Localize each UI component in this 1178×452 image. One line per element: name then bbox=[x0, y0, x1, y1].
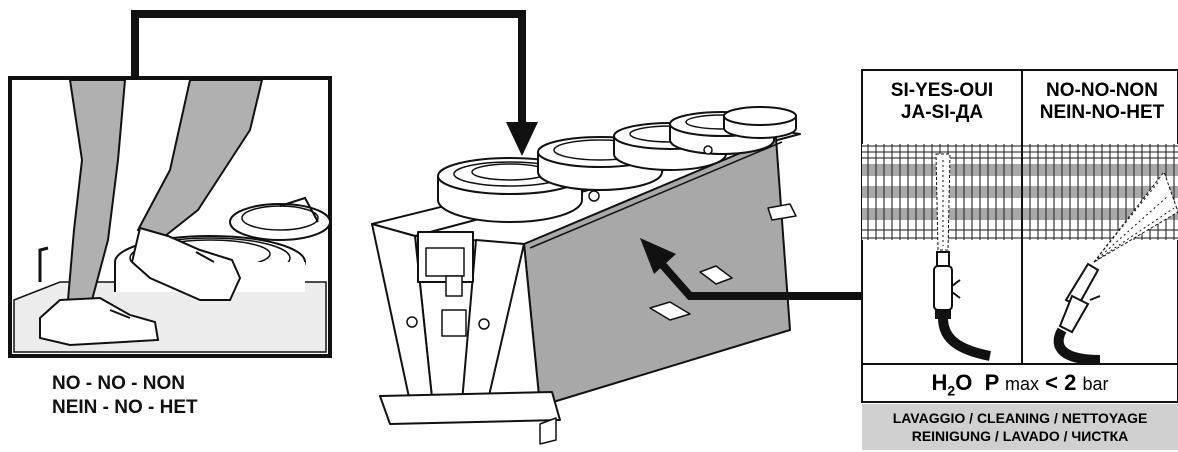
no-heading: NO-NO-NON NEIN-NO-НЕТ bbox=[1022, 80, 1178, 124]
condenser-unit bbox=[371, 106, 801, 445]
formula-lt: < 2 bbox=[1045, 370, 1077, 395]
footstep-inset bbox=[8, 76, 332, 358]
yes-line2: JA-SI-ДА bbox=[900, 102, 984, 123]
footer-line2: REINIGUNG / LAVADO / ЧИСТКА bbox=[911, 428, 1129, 444]
formula-h: H bbox=[931, 370, 948, 395]
yes-heading: SI-YES-OUI JA-SI-ДА bbox=[862, 80, 1022, 124]
connector-arrow-top bbox=[131, 10, 526, 130]
no-step-line2: NEIN - NO - НЕТ bbox=[52, 397, 198, 418]
footer-line1: LAVAGGIO / CLEANING / NETTOYAGE bbox=[892, 410, 1148, 426]
spray-wrong bbox=[1093, 170, 1178, 263]
cleaning-panel bbox=[861, 69, 1178, 403]
formula-sub: 2 bbox=[947, 382, 956, 399]
arrowhead-down-icon bbox=[506, 122, 538, 156]
no-step-caption: NO - NO - NON NEIN - NO - НЕТ bbox=[52, 372, 198, 420]
connector-arrow-right bbox=[657, 259, 862, 300]
no-line1: NO-NO-NON bbox=[1046, 80, 1158, 101]
arrowhead-left-icon bbox=[640, 238, 676, 274]
pressure-formula: H2O P max < 2 bar bbox=[862, 364, 1178, 402]
no-line2: NEIN-NO-НЕТ bbox=[1039, 102, 1165, 123]
cleaning-footer: LAVAGGIO / CLEANING / NETTOYAGE REINIGUN… bbox=[862, 404, 1178, 450]
formula-p: P bbox=[984, 370, 999, 395]
fin-grid bbox=[862, 144, 1178, 240]
spray-gun-wrong-icon bbox=[1053, 262, 1101, 365]
formula-max: max bbox=[1004, 374, 1039, 394]
yes-line1: SI-YES-OUI bbox=[890, 80, 994, 101]
no-step-line1: NO - NO - NON bbox=[52, 373, 185, 394]
formula-o: O bbox=[955, 370, 973, 395]
spray-gun-correct-icon bbox=[933, 251, 992, 361]
spray-correct bbox=[935, 153, 951, 251]
formula-unit: bar bbox=[1082, 374, 1109, 394]
